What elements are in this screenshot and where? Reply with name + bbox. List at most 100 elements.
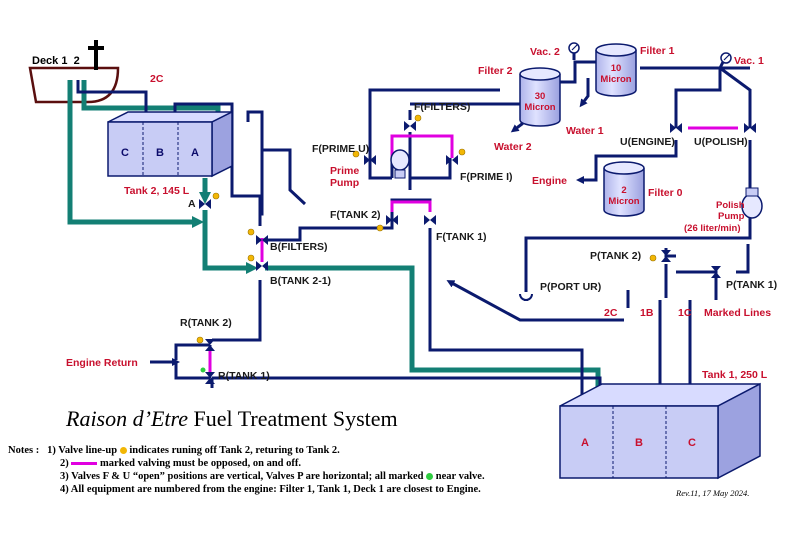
label-marked-lines: Marked Lines [704,307,771,319]
polish-pump [741,187,763,219]
filter-1-rating-unit: Micron [600,74,631,85]
note-3: 3) Valves F & U “open” positions are ver… [8,470,485,483]
green-dot-icon [426,473,434,481]
valve-b-filters[interactable] [256,235,268,245]
yellow-dot-icon [119,447,127,455]
label-r-tank-2: R(TANK 2) [180,317,232,329]
title-rest: Fuel Treatment System [188,406,398,431]
revision-label: Rev.11, 17 May 2024. [676,488,750,498]
note-1: Notes : 1) Valve line-up indicates runin… [8,444,485,457]
valve-u-engine[interactable] [670,123,682,133]
valve-f-prime-u[interactable] [364,155,376,165]
valve-a[interactable] [199,199,211,209]
filter-1-label: Filter 1 [640,45,675,57]
filter-2-label: Filter 2 [478,65,513,77]
label-line-1c: 1C [678,307,692,319]
label-water-2: Water 2 [494,141,532,153]
filter-2-rating-unit: Micron [524,102,555,113]
note-3-b: near valve. [435,471,485,482]
label-engine-return: Engine Return [66,357,138,369]
label-u-polish: U(POLISH) [694,136,748,148]
marked-position-indicators [200,367,206,373]
filter-1: 10 Micron Filter 1 [595,43,675,97]
label-line-1b: 1B [640,307,654,319]
valve-u-polish[interactable] [744,123,756,133]
label-f-tank-2: F(TANK 2) [330,209,381,221]
label-b-filters: B(FILTERS) [270,241,328,253]
note-2-b: marked valving must be opposed, on and o… [100,458,301,469]
vac-2-gauge [568,42,580,54]
label-f-filters: F(FILTERS) [414,101,470,113]
diagram-title: Raison d’Etre Fuel Treatment System [66,406,398,432]
label-f-prime-u: F(PRIME U) [312,143,369,155]
notes-block: Notes : 1) Valve line-up indicates runin… [8,444,485,496]
filter-0-label: Filter 0 [648,187,683,199]
label-polish-pump-1: Polish [716,200,745,211]
valve-p-port-ur[interactable] [519,293,533,301]
note-2-a: 2) [60,458,69,469]
label-2c-top: 2C [150,73,164,85]
note-4: 4) All equipment are numbered from the e… [8,483,485,496]
tank-2-compartment-c: C [121,147,129,159]
navy-pipes [76,52,752,398]
note-2: 2) marked valving must be opposed, on an… [8,457,485,470]
filter-2-rating-value: 30 [535,91,546,102]
tank-2-label: Tank 2, 145 L [124,185,190,197]
tank-2: C B A Tank 2, 145 L [107,110,233,197]
valve-b-tank-2-1[interactable] [256,261,268,271]
valve-r-tank-1[interactable] [205,372,215,384]
tank-2-compartment-a: A [191,147,199,159]
valve-p-tank-1[interactable] [711,266,721,278]
tank-2-compartment-b: B [156,147,164,159]
note-3-a: 3) Valves F & U “open” positions are ver… [60,471,424,482]
label-polish-pump-2: Pump [718,211,745,222]
label-water-1: Water 1 [566,125,604,137]
deck-label: Deck 1 2 [32,55,80,67]
valve-f-tank-2[interactable] [386,215,398,225]
valve-f-filters[interactable] [404,121,416,131]
prime-pump [390,149,410,179]
filter-2: 30 Micron Filter 2 [478,65,561,127]
vac-1-gauge [720,52,732,64]
tank-1-label: Tank 1, 250 L [702,369,768,381]
label-prime-pump-1: Prime [330,165,359,177]
tank-1: A B C Tank 1, 250 L [559,369,768,480]
label-f-prime-i: F(PRIME I) [460,171,513,183]
label-f-tank-1: F(TANK 1) [436,231,487,243]
note-4-text: 4) All equipment are numbered from the e… [60,484,481,495]
line-up-indicators [196,114,657,344]
filter-1-rating-value: 10 [611,63,622,74]
label-b-tank-2-1: B(TANK 2-1) [270,275,331,287]
magenta-line-icon [71,462,98,466]
filter-0-rating-unit: Micron [608,196,639,207]
tank-1-compartment-b: B [635,437,643,449]
valve-f-tank-1[interactable] [424,215,436,225]
tank-1-compartment-c: C [688,437,696,449]
label-u-engine: U(ENGINE) [620,136,675,148]
label-prime-pump-2: Pump [330,177,359,189]
label-p-port-ur: P(PORT UR) [540,281,601,293]
label-line-2c: 2C [604,307,618,319]
note-1-a: 1) Valve line-up [47,445,118,456]
label-vac-1: Vac. 1 [734,55,764,67]
notes-prefix: Notes : [8,445,40,456]
note-1-b: indicates runing off Tank 2, returing to… [129,445,340,456]
label-valve-a: A [188,198,196,210]
valve-r-tank-2[interactable] [205,339,215,351]
teal-transfer-lines [67,80,604,408]
valve-f-prime-i[interactable] [446,155,458,165]
filter-0: 2 Micron Filter 0 [603,161,683,217]
filter-0-rating-value: 2 [621,185,626,196]
magenta-opposed-lines [208,126,738,374]
title-boat-name: Raison d’Etre [66,406,188,431]
label-r-tank-1: R(TANK 1) [218,370,270,382]
label-engine: Engine [532,175,567,187]
tank-1-compartment-a: A [581,437,589,449]
label-vac-2: Vac. 2 [530,46,560,58]
valve-p-tank-2[interactable] [661,250,671,262]
label-p-tank-2: P(TANK 2) [590,250,641,262]
label-polish-pump-3: (26 liter/min) [684,223,741,234]
label-p-tank-1: P(TANK 1) [726,279,777,291]
